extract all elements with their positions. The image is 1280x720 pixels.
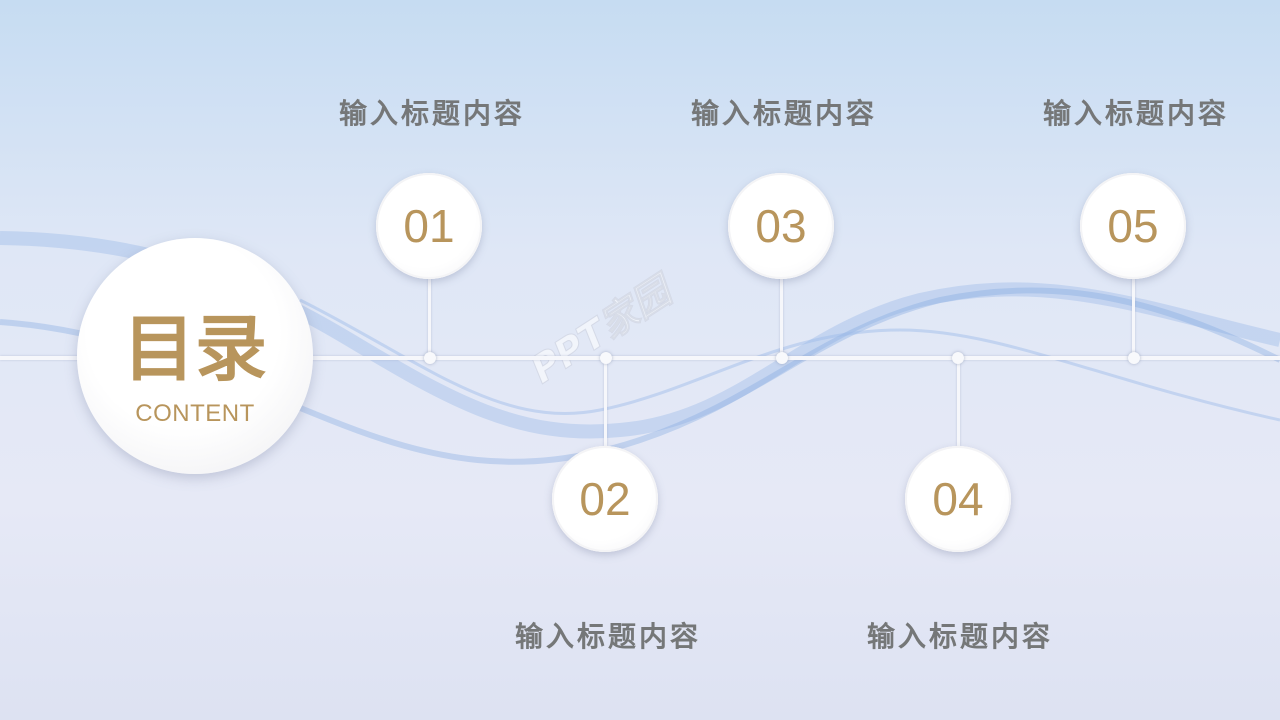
- contents-badge: 目录 CONTENT: [77, 238, 313, 474]
- section-node-02[interactable]: 02: [552, 446, 658, 552]
- section-title-04: 输入标题内容: [866, 620, 1053, 653]
- contents-subtitle: CONTENT: [135, 400, 255, 427]
- axis-dot-04: [952, 352, 964, 364]
- section-title-01: 输入标题内容: [338, 97, 525, 130]
- stem-05: [1132, 278, 1135, 358]
- section-number: 02: [579, 473, 631, 525]
- section-number: 04: [932, 473, 984, 525]
- section-number: 01: [403, 200, 455, 252]
- stem-01: [428, 278, 431, 358]
- stem-03: [780, 278, 783, 358]
- axis-dot-01: [424, 352, 436, 364]
- timeline-axis: [0, 356, 1280, 360]
- section-node-05[interactable]: 05: [1080, 173, 1186, 279]
- section-number: 03: [755, 200, 807, 252]
- section-node-04[interactable]: 04: [905, 446, 1011, 552]
- stem-02: [604, 358, 607, 446]
- axis-dot-03: [776, 352, 788, 364]
- axis-dot-02: [600, 352, 612, 364]
- section-title-05: 输入标题内容: [1042, 97, 1229, 130]
- section-title-02: 输入标题内容: [514, 620, 701, 653]
- contents-title: 目录: [122, 307, 267, 391]
- section-number: 05: [1107, 200, 1159, 252]
- stem-04: [957, 358, 960, 446]
- axis-dot-05: [1128, 352, 1140, 364]
- section-node-01[interactable]: 01: [376, 173, 482, 279]
- section-title-03: 输入标题内容: [690, 97, 877, 130]
- section-node-03[interactable]: 03: [728, 173, 834, 279]
